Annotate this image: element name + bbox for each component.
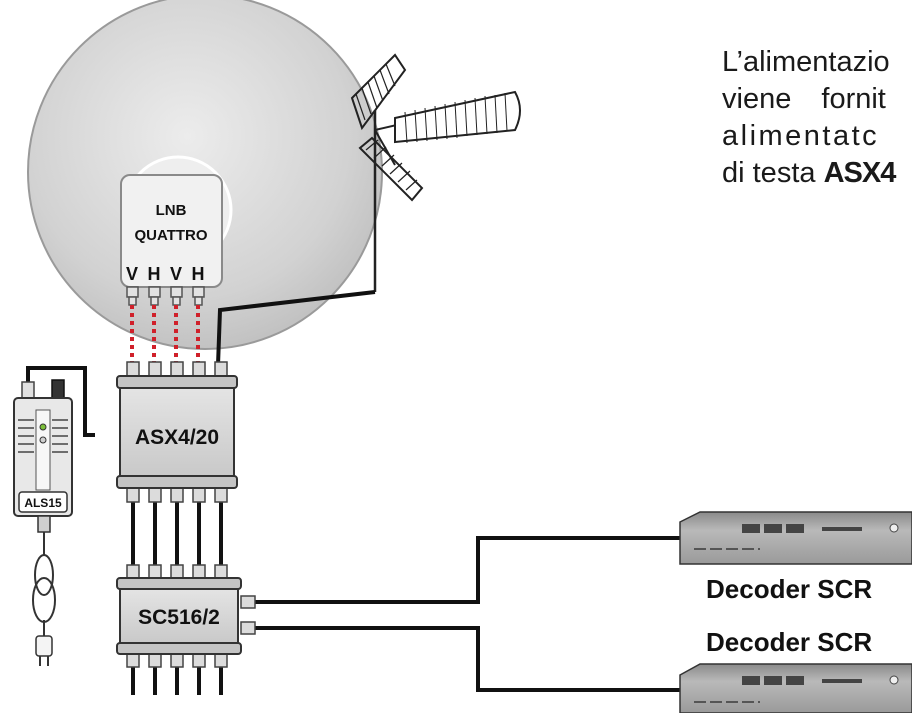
multiswitch-label: ASX4/20: [135, 426, 219, 449]
description-line-2: viene fornit: [722, 83, 886, 115]
lnb-port-label: H: [192, 264, 205, 284]
decoder-cable-1: [255, 536, 680, 604]
splitter-sc516-2: SC516/2: [116, 564, 256, 668]
description-line-3: alimentatc: [722, 120, 880, 152]
decoder-cable-2: [255, 626, 680, 692]
tv-antenna: [350, 53, 521, 292]
lnb-port-label: H: [148, 264, 161, 284]
lnb-port-label: V: [170, 264, 182, 284]
description-line-1: L’alimentazio: [722, 46, 890, 78]
multiswitch-asx4-20: ASX4/20: [116, 361, 238, 503]
power-supply-als15: ALS15: [13, 379, 73, 666]
lnb-links: [130, 305, 200, 365]
lnb-label-line1: LNB: [156, 202, 187, 219]
description-line-4: di testa ASX4: [722, 155, 912, 192]
description-text: L’alimentazio viene fornit alimentatc di…: [722, 44, 912, 192]
decoder-label: Decoder SCR: [706, 574, 872, 604]
power-led: [39, 423, 47, 431]
lnb-label-line2: QUATTRO: [134, 227, 207, 244]
decoder-1: [679, 511, 912, 565]
description-line-4-bold: ASX4: [823, 157, 897, 189]
power-cord: [32, 532, 56, 638]
decoder-label: Decoder SCR: [706, 627, 872, 657]
lnb-port-label: V: [126, 264, 138, 284]
description-line-4-prefix: di testa: [722, 157, 824, 189]
power-supply-label: ALS15: [24, 496, 62, 510]
power-plug: [35, 635, 53, 666]
antenna-cable: [216, 290, 376, 366]
power-cable: [26, 366, 95, 437]
cables: [26, 290, 680, 695]
decoder-2: [679, 663, 912, 713]
lnb-quattro: LNB QUATTRO V H V H: [120, 174, 223, 306]
splitter-label: SC516/2: [138, 606, 220, 629]
